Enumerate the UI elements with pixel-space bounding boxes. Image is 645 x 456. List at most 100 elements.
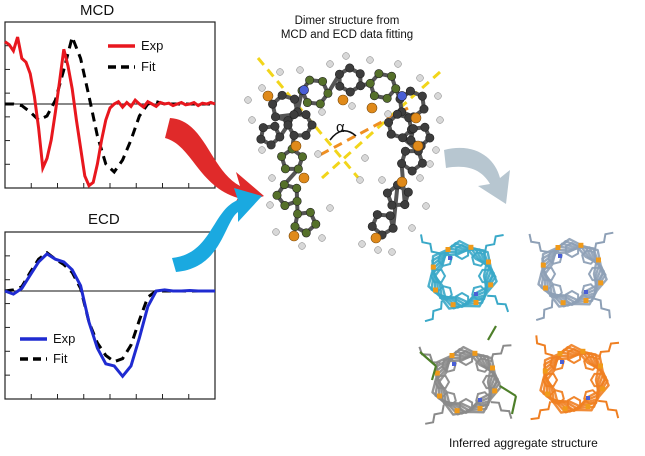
aggregate-sulfur <box>488 282 494 288</box>
atom <box>256 134 266 144</box>
aggregate-green-arm <box>510 395 518 415</box>
dimer-caption: Dimer structure from MCD and ECD data fi… <box>262 14 432 42</box>
aggregate-hexagon <box>454 243 470 261</box>
aggregate-nitrogen <box>560 360 564 364</box>
hydrogen-atom <box>361 154 369 162</box>
aggregate-sulfur <box>437 393 442 399</box>
sulfur-atom <box>288 230 300 242</box>
atom <box>425 133 435 143</box>
hydrogen-atom <box>258 146 266 154</box>
hydrogen-atom <box>422 202 430 210</box>
atom <box>292 196 302 206</box>
atom <box>372 210 382 220</box>
aggregate-sulfur <box>560 300 566 306</box>
mcd-ticks <box>5 45 190 188</box>
aggregate-orange <box>530 335 620 421</box>
aggregate-cyan <box>420 234 510 323</box>
atom <box>420 122 430 132</box>
aggregate-sulfur <box>473 300 479 305</box>
atom <box>400 146 410 156</box>
atom <box>305 75 315 85</box>
atom <box>388 223 398 233</box>
aggregate-sulfur <box>578 242 584 248</box>
aggregate-nitrogen <box>452 362 456 366</box>
aggregate-hexagon <box>547 249 563 265</box>
atom <box>318 76 328 86</box>
ecd-exp-series <box>4 252 215 379</box>
aggregate-sulfur <box>540 262 546 268</box>
mcd-exp-series <box>4 36 216 188</box>
aggregate-hexagon <box>471 251 487 267</box>
nitrogen-atom <box>299 85 309 95</box>
hydrogen-atom <box>258 84 266 92</box>
atom <box>272 190 282 200</box>
atom <box>289 130 299 140</box>
aggregate-hexagon <box>437 251 453 267</box>
hydrogen-atom <box>408 224 416 232</box>
aggregate-hexagon <box>433 374 451 390</box>
aggregate-sulfur <box>583 298 589 303</box>
aggregate-sulfur <box>445 247 451 252</box>
aggregate-sulfur <box>598 363 603 369</box>
aggregate-arm <box>528 233 549 254</box>
aggregate-hexagon <box>564 289 580 307</box>
atom <box>280 201 290 211</box>
aggregate-hexagon <box>454 291 470 309</box>
aggregate-sulfur <box>430 264 436 270</box>
aggregate-sulfur <box>449 353 455 358</box>
hydrogen-atom <box>244 96 252 104</box>
mcd-legend-fit-label: Fit <box>141 59 156 74</box>
sulfur-atom <box>298 172 310 184</box>
atom <box>298 152 308 162</box>
hydrogen-atom <box>296 66 304 74</box>
atom <box>384 117 394 127</box>
aggregate-sulfur <box>486 259 491 265</box>
hydrogen-atom <box>374 246 382 254</box>
aggregate-sulfur <box>434 370 440 376</box>
atom <box>277 90 287 100</box>
aggregate-nitrogen <box>558 254 562 258</box>
hydrogen-atom <box>394 60 402 68</box>
ecd-ticks <box>5 255 190 399</box>
aggregate-sulfur <box>468 244 474 250</box>
atom <box>270 121 280 131</box>
dimer-structure <box>244 52 444 256</box>
atom <box>345 87 355 97</box>
hydrogen-atom <box>416 74 424 82</box>
aggregate-hexagon <box>583 389 599 405</box>
atom <box>307 120 317 130</box>
aggregate-nitrogen <box>586 396 590 400</box>
aggregate-hexagon <box>437 285 453 301</box>
hydrogen-atom <box>366 56 374 64</box>
hydrogen-atom <box>268 174 276 182</box>
atom <box>266 140 276 150</box>
aggregate-green-arm <box>487 325 497 341</box>
aggregate-sulfur <box>562 406 568 412</box>
atom <box>293 164 303 174</box>
aggregate-arm <box>487 294 510 313</box>
aggregate-steel <box>528 231 614 322</box>
atom <box>398 133 408 143</box>
aggregate-sulfur <box>433 287 438 293</box>
aggregate-sulfur <box>600 386 606 392</box>
aggregate-arm <box>483 234 504 254</box>
aggregate-hexagon <box>475 357 491 373</box>
atom <box>355 69 365 79</box>
atom <box>334 69 344 79</box>
atom <box>268 99 278 109</box>
aggregate-green-arm <box>419 351 437 367</box>
atom <box>290 222 300 232</box>
atom <box>315 99 325 109</box>
atom <box>386 129 396 139</box>
hydrogen-atom <box>426 160 434 168</box>
aggregate-sulfur <box>580 348 586 354</box>
atom <box>301 228 311 238</box>
mcd-to-dimer-arrow <box>165 118 264 208</box>
aggregate-sulfur <box>542 368 548 374</box>
aggregate-arm <box>535 335 554 357</box>
aggregate-arm <box>424 300 443 323</box>
atom <box>289 110 299 120</box>
hydrogen-atom <box>416 174 424 182</box>
hydrogen-atom <box>298 242 306 250</box>
